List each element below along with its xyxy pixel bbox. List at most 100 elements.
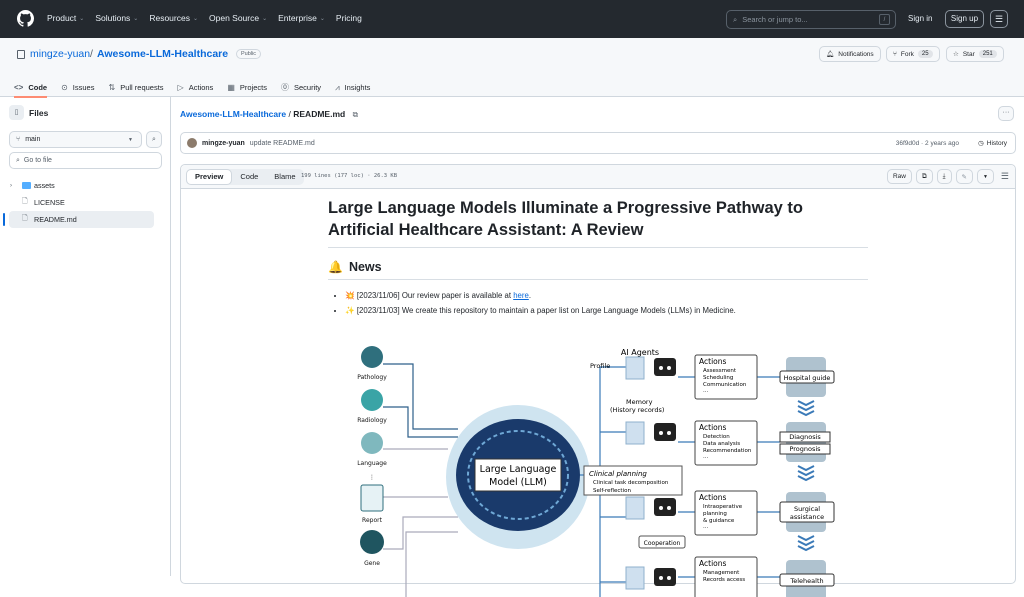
edit-dropdown-button[interactable]: ▼ (976, 169, 994, 184)
file-tree-item[interactable]: 🗋LICENSE (0, 194, 171, 211)
caret-down-icon: ▼ (982, 173, 988, 180)
tab-projects[interactable]: ▦Projects (227, 78, 267, 97)
chevron-down-icon (797, 405, 815, 412)
collapse-sidebar-button[interactable]: ▯ (9, 105, 24, 120)
outcome-label: Diagnosis (789, 433, 821, 441)
search-files-button[interactable]: ⌕ (146, 131, 162, 148)
tab-issues[interactable]: ⊙Issues (61, 78, 94, 97)
action-item: Intraoperative (703, 504, 743, 510)
chevron-down-icon: ⌄ (192, 15, 198, 22)
clinical-planning-item: Self-reflection (593, 488, 631, 494)
outcome-label: Hospital guide (784, 374, 831, 382)
latest-commit-bar: mingze-yuan update README.md 36f9d0d · 2… (180, 132, 1016, 154)
file-view: Awesome-LLM-Healthcare / README.md ⧉ ···… (172, 97, 1024, 597)
paper-link[interactable]: here (513, 291, 529, 300)
memory-sublabel: (History records) (610, 406, 664, 414)
github-logo-icon[interactable] (17, 10, 34, 27)
history-button[interactable]: ◷ History (978, 139, 1007, 148)
file-tree-item[interactable]: › assets (0, 177, 171, 194)
nav-label: Resources (149, 13, 190, 23)
input-label: Language (357, 460, 387, 467)
view-tab-code[interactable]: Code (240, 172, 259, 181)
news-item: 💥 [2023/11/06] Our review paper is avail… (345, 288, 868, 303)
robot-icon (654, 568, 676, 586)
avatar[interactable] (187, 138, 197, 148)
go-to-file-placeholder: Go to file (23, 157, 52, 164)
breadcrumb-separator: / (288, 109, 291, 119)
search-placeholder: Search or jump to... (742, 15, 808, 24)
clinical-planning-item: Clinical task decomposition (593, 480, 669, 486)
go-to-file-input[interactable]: ⌕ Go to file (9, 152, 162, 169)
fork-button[interactable]: ⑂ Fork 25 (886, 46, 940, 62)
chevron-right-icon[interactable]: › (10, 182, 12, 189)
commit-hash-time[interactable]: 36f9d0d · 2 years ago (895, 139, 959, 147)
raw-button[interactable]: Raw (886, 169, 912, 184)
sign-in-link[interactable]: Sign in (908, 14, 933, 23)
shield-icon: ⓪ (280, 83, 289, 92)
nav-label: Product (47, 13, 77, 23)
sliders-menu-button[interactable]: ☰ (990, 10, 1008, 28)
robot-eye (667, 431, 671, 435)
nav-product[interactable]: Product⌄ (47, 13, 84, 23)
repo-owner-link[interactable]: mingze-yuan (30, 48, 91, 60)
star-button[interactable]: ☆ Star 251 (946, 46, 1004, 62)
global-header: Product⌄Solutions⌄Resources⌄Open Source⌄… (0, 0, 1024, 38)
sign-up-button[interactable]: Sign up (945, 10, 984, 28)
chevron-down-icon: ⌄ (133, 15, 139, 22)
nav-open-source[interactable]: Open Source⌄ (209, 13, 267, 23)
repo-separator: / (90, 48, 93, 60)
robot-eye (659, 506, 663, 510)
repo-name-link[interactable]: Awesome-LLM-Healthcare (97, 48, 229, 60)
sliders-icon: ☰ (994, 14, 1004, 24)
outline-button[interactable]: ☰ (1001, 171, 1009, 182)
nav-pricing[interactable]: Pricing (336, 13, 362, 23)
tab-insights[interactable]: ⩘Insights (335, 78, 370, 97)
outcome-box (779, 370, 835, 384)
copy-raw-button[interactable]: ⧉ (915, 169, 933, 184)
nav-solutions[interactable]: Solutions⌄ (95, 13, 138, 23)
play-icon: ▷ (177, 83, 184, 92)
llm-label-line2: Model (LLM) (489, 477, 547, 488)
outcome-label: Telehealth (789, 577, 823, 585)
copy-path-icon[interactable]: ⧉ (352, 110, 358, 119)
fork-label: Fork (900, 50, 914, 58)
connector-line (383, 516, 458, 550)
robot-icon (654, 498, 676, 516)
actions-title: Actions (699, 423, 726, 432)
commit-author-link[interactable]: mingze-yuan (202, 139, 245, 147)
breadcrumb-repo-link[interactable]: Awesome-LLM-Healthcare (180, 109, 287, 119)
history-icon: ◷ (978, 140, 984, 147)
tab-actions[interactable]: ▷Actions (178, 78, 214, 97)
chevron-down-icon (797, 410, 815, 417)
nav-label: Enterprise (278, 13, 317, 23)
breadcrumb-file: README.md (293, 109, 346, 119)
code-icon: <> (14, 83, 24, 92)
chevron-down-icon (797, 400, 815, 407)
view-tab-preview[interactable]: Preview (186, 169, 233, 185)
tab-code[interactable]: <>Code (14, 78, 48, 98)
tab-pull-requests[interactable]: ⇅Pull requests (108, 78, 163, 97)
search-input[interactable]: ⌕ Search or jump to... / (726, 10, 896, 29)
actions-box (694, 490, 758, 536)
file-tree-label: assets (34, 181, 55, 190)
file-tree-item[interactable]: 🗋README.md (3, 211, 154, 228)
notifications-button[interactable]: 🔔︎ Notifications (819, 46, 881, 62)
memory-label: Memory (626, 398, 653, 406)
edit-button[interactable]: ✎ (955, 169, 973, 184)
pull-request-icon: ⇅ (108, 83, 116, 92)
more-options-button[interactable]: ··· (998, 106, 1014, 121)
commit-message-link[interactable]: update README.md (249, 139, 315, 147)
nav-resources[interactable]: Resources⌄ (149, 13, 198, 23)
download-button[interactable]: ⤓ (936, 169, 952, 184)
input-label: Pathology (357, 374, 387, 381)
branch-selector[interactable]: ⑂ main ▼ (9, 131, 142, 148)
files-heading: Files (29, 108, 49, 118)
nav-enterprise[interactable]: Enterprise⌄ (278, 13, 325, 23)
view-tab-blame[interactable]: Blame (274, 172, 296, 181)
input-label: Report (362, 517, 383, 524)
readme-preview: Large Language Models Illuminate a Progr… (328, 197, 868, 597)
report-icon (360, 484, 384, 512)
